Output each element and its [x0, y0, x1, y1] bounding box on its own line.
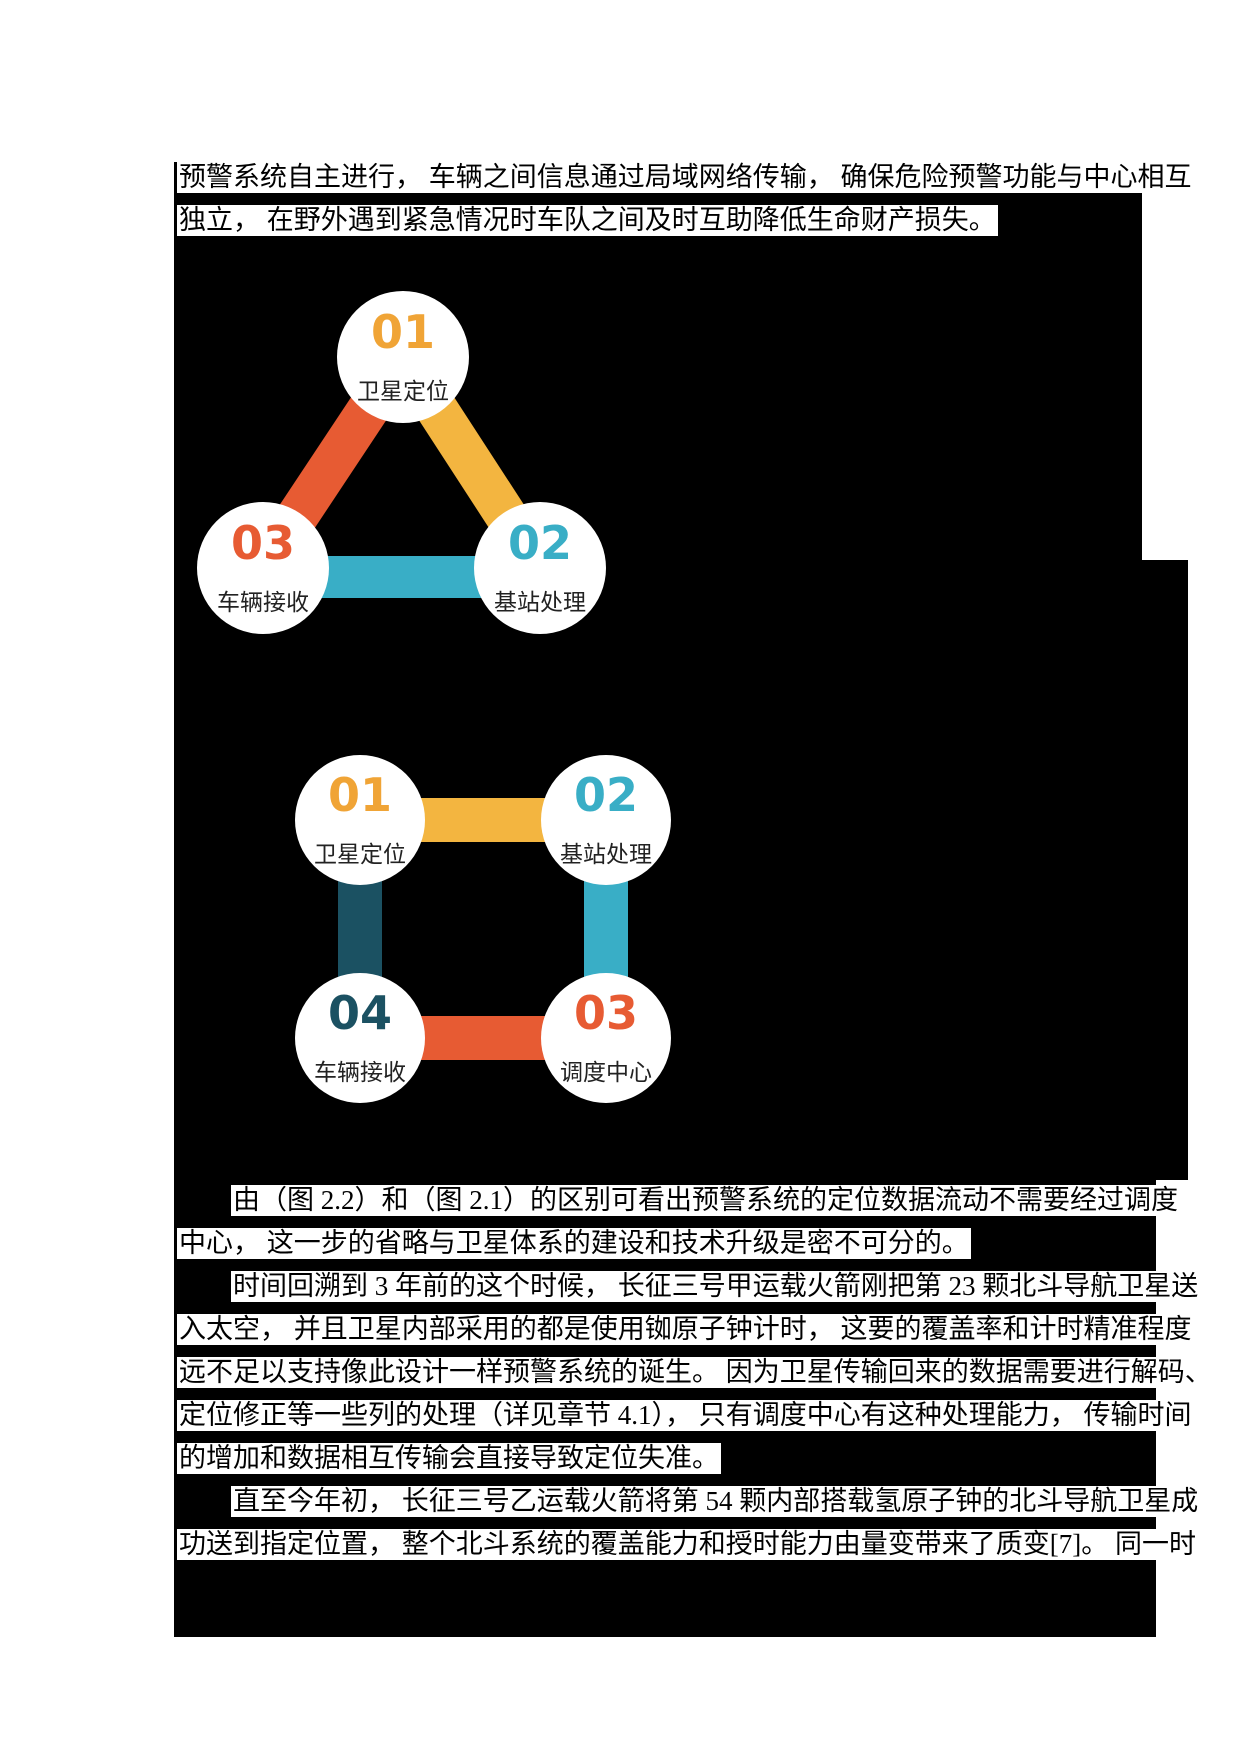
node-circle-01: [295, 755, 425, 885]
paragraph-top: 预警系统自主进行， 车辆之间信息通过局域网络传输， 确保危险预警功能与中心相互独…: [177, 162, 1194, 248]
text-line: 功送到指定位置， 整个北斗系统的覆盖能力和授时能力由量变带来了质变[7]。 同一…: [177, 1529, 1214, 1560]
node-circle-02: [474, 502, 606, 634]
node-number-04: 04: [328, 986, 392, 1040]
text-line-highlight: 的增加和数据相互传输会直接导致定位失准。: [177, 1443, 721, 1474]
text-line-highlight: 独立， 在野外遇到紧急情况时车队之间及时互助降低生命财产损失。: [177, 205, 998, 236]
node-label-03: 车辆接收: [217, 590, 309, 616]
text-line-highlight: 预警系统自主进行， 车辆之间信息通过局域网络传输， 确保危险预警功能与中心相互: [177, 162, 1194, 193]
text-line: 入太空， 并且卫星内部采用的都是使用铷原子钟计时， 这要的覆盖率和计时精准程度: [177, 1314, 1214, 1345]
text-line-highlight: 功送到指定位置， 整个北斗系统的覆盖能力和授时能力由量变带来了质变[7]。 同一…: [177, 1529, 1198, 1560]
text-line-highlight: 由（图 2.2）和（图 2.1）的区别可看出预警系统的定位数据流动不需要经过调度: [231, 1185, 1180, 1216]
text-line: 的增加和数据相互传输会直接导致定位失准。: [177, 1443, 1214, 1474]
text-line-highlight: 定位修正等一些列的处理（详见章节 4.1）， 只有调度中心有这种处理能力， 传输…: [177, 1400, 1194, 1431]
node-number-02: 02: [508, 516, 572, 570]
node-label-02: 基站处理: [560, 842, 652, 868]
node-circle-01: [337, 291, 469, 423]
text-line: 远不足以支持像此设计一样预警系统的诞生。 因为卫星传输回来的数据需要进行解码、: [177, 1357, 1214, 1388]
text-line: 中心， 这一步的省略与卫星体系的建设和技术升级是密不可分的。: [177, 1228, 1214, 1259]
text-line-highlight: 时间回溯到 3 年前的这个时候， 长征三号甲运载火箭刚把第 23 颗北斗导航卫星…: [231, 1271, 1201, 1302]
node-label-01: 卫星定位: [357, 379, 449, 405]
node-number-03: 03: [574, 986, 638, 1040]
text-line: 由（图 2.2）和（图 2.1）的区别可看出预警系统的定位数据流动不需要经过调度: [177, 1185, 1214, 1216]
node-label-04: 车辆接收: [314, 1060, 406, 1086]
node-number-03: 03: [231, 516, 295, 570]
node-label-02: 基站处理: [494, 590, 586, 616]
node-number-02: 02: [574, 768, 638, 822]
node-number-01: 01: [371, 305, 435, 359]
paragraph-bottom: 由（图 2.2）和（图 2.1）的区别可看出预警系统的定位数据流动不需要经过调度…: [177, 1185, 1214, 1572]
square-process-diagram: 01 卫星定位 02 基站处理 04 车辆接收 03 调度中心: [295, 755, 671, 1103]
text-line: 定位修正等一些列的处理（详见章节 4.1）， 只有调度中心有这种处理能力， 传输…: [177, 1400, 1214, 1431]
text-line-highlight: 入太空， 并且卫星内部采用的都是使用铷原子钟计时， 这要的覆盖率和计时精准程度: [177, 1314, 1194, 1345]
text-line: 预警系统自主进行， 车辆之间信息通过局域网络传输， 确保危险预警功能与中心相互: [177, 162, 1194, 193]
node-circle-03: [541, 973, 671, 1103]
text-line: 时间回溯到 3 年前的这个时候， 长征三号甲运载火箭刚把第 23 颗北斗导航卫星…: [177, 1271, 1214, 1302]
text-line-highlight: 中心， 这一步的省略与卫星体系的建设和技术升级是密不可分的。: [177, 1228, 971, 1259]
node-circle-04: [295, 973, 425, 1103]
text-line-highlight: 直至今年初， 长征三号乙运载火箭将第 54 颗内部搭载氢原子钟的北斗导航卫星成: [231, 1486, 1201, 1517]
node-label-03: 调度中心: [560, 1060, 652, 1086]
node-circle-03: [197, 502, 329, 634]
node-number-01: 01: [328, 768, 392, 822]
text-line: 直至今年初， 长征三号乙运载火箭将第 54 颗内部搭载氢原子钟的北斗导航卫星成: [177, 1486, 1214, 1517]
text-line-highlight: 远不足以支持像此设计一样预警系统的诞生。 因为卫星传输回来的数据需要进行解码、: [177, 1357, 1214, 1388]
node-label-01: 卫星定位: [314, 842, 406, 868]
triangle-process-diagram: 01 卫星定位 03 车辆接收 02 基站处理: [197, 291, 606, 634]
text-line: 独立， 在野外遇到紧急情况时车队之间及时互助降低生命财产损失。: [177, 205, 1194, 236]
node-circle-02: [541, 755, 671, 885]
